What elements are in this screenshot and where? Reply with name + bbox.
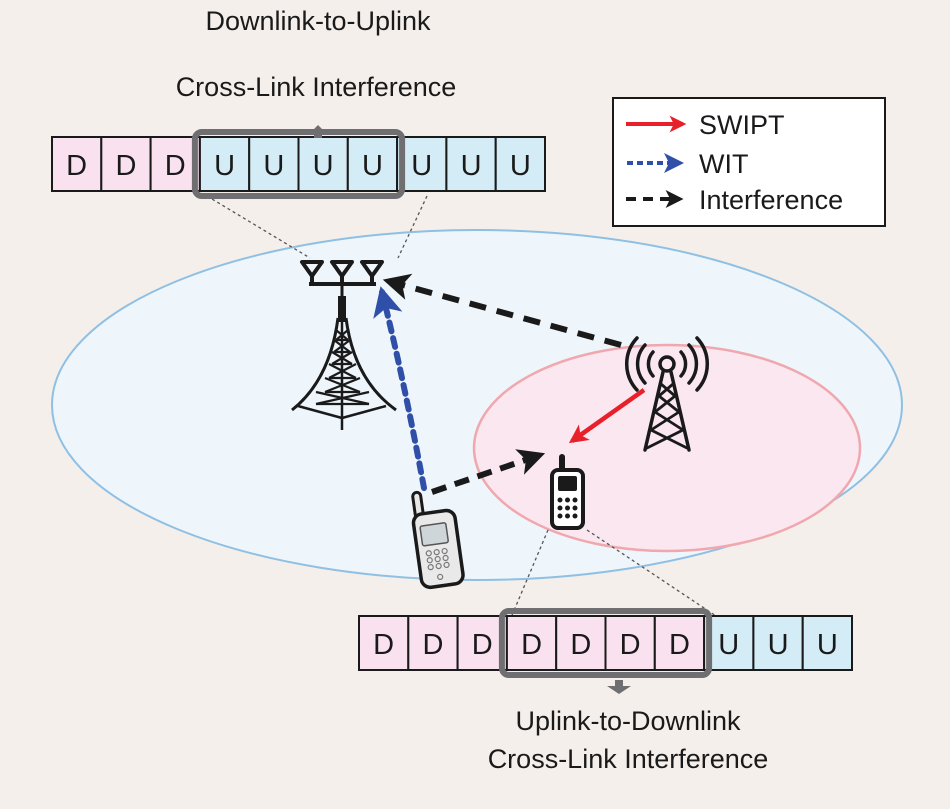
interference-arrow-to-macro	[382, 273, 622, 348]
bottom-caption-line1: Uplink-to-Downlink	[515, 706, 741, 736]
bottom-frame-slot-label: D	[422, 629, 443, 661]
top-frame-slot-label: U	[313, 150, 334, 182]
top-frame-slot-downlink	[51, 136, 103, 192]
top-frame-slot-label: U	[411, 150, 432, 182]
bottom-frame-slot-label: U	[768, 629, 789, 661]
small-cell-base-station-icon	[624, 336, 710, 452]
uplink-user-phone-icon	[411, 490, 465, 590]
legend-label-interference: Interference	[699, 185, 843, 215]
bottom-frame-slot-label: D	[570, 629, 591, 661]
top-caption-line2: Cross-Link Interference	[176, 72, 457, 102]
bottom-frame-slot-uplink	[752, 615, 804, 671]
top-frame-slot-uplink	[445, 136, 497, 192]
bottom-frame-slot-downlink	[653, 615, 706, 671]
swipt-arrow	[568, 388, 646, 444]
legend-item-interference: Interference	[626, 185, 843, 215]
top-frame-slot-label: U	[214, 150, 235, 182]
top-frame-slot-uplink	[297, 136, 349, 192]
legend: SWIPT WIT Interference	[612, 97, 886, 227]
legend-label-wit: WIT	[699, 149, 748, 179]
top-frame-slot-label: D	[115, 150, 136, 182]
small-cell-coverage	[472, 343, 862, 553]
bottom-frame-slot-label: U	[817, 629, 838, 661]
top-frame-slot-label: D	[165, 150, 186, 182]
top-frame-slot-label: U	[510, 150, 531, 182]
bottom-frame-slot-downlink	[555, 615, 607, 671]
top-zoom-line-left	[206, 195, 311, 259]
legend-item-swipt: SWIPT	[626, 110, 785, 140]
top-frame-slot-uplink	[494, 136, 547, 192]
top-frame-highlight-box	[191, 129, 406, 199]
bottom-highlight-down-arrow	[607, 680, 631, 694]
macro-base-station-icon	[291, 260, 397, 430]
legend-item-wit: WIT	[627, 149, 748, 179]
top-caption-line1: Downlink-to-Uplink	[205, 6, 431, 36]
top-frame-slot-label: U	[362, 150, 383, 182]
bottom-frame-slot-label: D	[669, 629, 690, 661]
top-frame-slot-label: U	[263, 150, 284, 182]
top-frame-slot-uplink	[346, 136, 399, 192]
bottom-frame-slot-label: D	[620, 629, 641, 661]
interference-arrow-to-downlink-user	[431, 449, 546, 495]
bottom-frame-slot-label: U	[718, 629, 739, 661]
bottom-frame-slot-uplink	[801, 615, 854, 671]
downlink-user-phone-icon	[550, 454, 585, 530]
wit-arrow	[373, 286, 427, 491]
bottom-frame-slot-downlink	[456, 615, 508, 671]
bottom-frame-slot-label: D	[373, 629, 394, 661]
bottom-frame-slot-label: D	[472, 629, 493, 661]
bottom-frame-slot-downlink	[407, 615, 459, 671]
bottom-frame-slot-label: D	[521, 629, 542, 661]
bottom-frame-slot-downlink	[358, 615, 410, 671]
top-highlight-up-arrow	[310, 125, 326, 138]
legend-label-swipt: SWIPT	[699, 110, 785, 140]
bottom-zoom-line-left	[509, 529, 549, 621]
top-frame-slot-label: U	[461, 150, 482, 182]
top-frame-slot-label: D	[66, 150, 87, 182]
bottom-caption-line2: Cross-Link Interference	[488, 744, 769, 774]
bottom-frame-highlight-box	[498, 608, 713, 678]
